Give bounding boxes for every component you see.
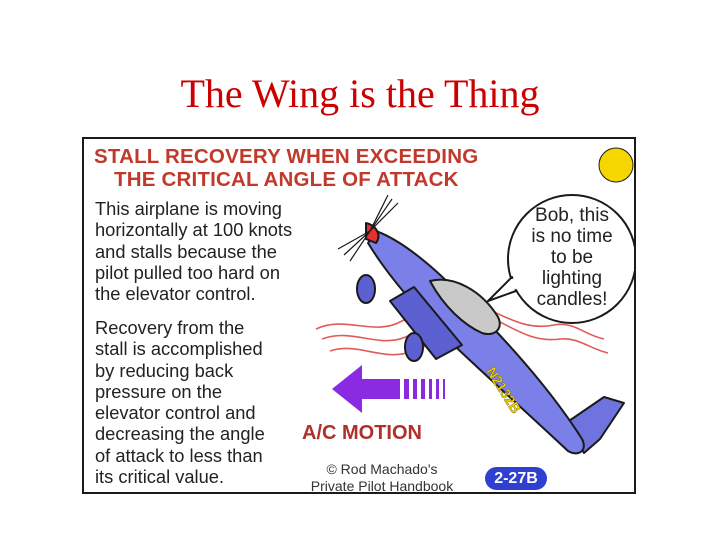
bubble-line: Bob, this — [535, 205, 609, 226]
speech-bubble — [487, 194, 634, 324]
slide-title: The Wing is the Thing — [180, 71, 540, 116]
paragraph-1-line: the elevator control. — [95, 283, 256, 305]
paragraph-1-line: and stalls because the — [95, 240, 277, 262]
paragraph-2-line: decreasing the angle — [95, 423, 265, 445]
bubble-line: lighting — [541, 268, 603, 289]
bubble-line: to be — [550, 247, 594, 268]
motion-arrow — [332, 365, 445, 413]
credit: © Rod Machado's Private Pilot Handbook — [302, 461, 462, 494]
nose-spinner — [365, 222, 380, 244]
figure-heading: STALL RECOVERY WHEN EXCEEDING THE CRITIC… — [94, 145, 478, 191]
figure-heading-line-2: THE CRITICAL ANGLE OF ATTACK — [114, 168, 459, 191]
figure-heading-line-1: STALL RECOVERY WHEN EXCEEDING — [94, 145, 479, 168]
propeller-icon — [337, 194, 399, 262]
airplane-canopy — [429, 278, 501, 335]
speech-bubble-text: Bob, this is no time to be lighting cand… — [512, 205, 632, 310]
explanation-paragraph-1: This airplane is moving horizontally at … — [95, 198, 345, 304]
figure-number-badge: 2-27B — [485, 467, 547, 490]
paragraph-2-line: stall is accomplished — [95, 338, 263, 360]
paragraph-2-line: pressure on the — [95, 380, 223, 402]
airplane — [356, 222, 625, 455]
credit-line: Private Pilot Handbook — [310, 478, 454, 494]
credit-line: © Rod Machado's — [326, 461, 438, 477]
main-wheel — [404, 332, 424, 362]
paragraph-2-line: of attack to less than — [95, 444, 263, 466]
bubble-line: is no time — [531, 226, 613, 247]
bubble-line: candles! — [536, 289, 608, 310]
motion-label: A/C MOTION — [302, 422, 422, 444]
paragraph-1-line: horizontally at 100 knots — [95, 219, 293, 241]
paragraph-1-line: This airplane is moving — [95, 198, 282, 219]
paragraph-2-line: Recovery from the — [95, 317, 245, 338]
paragraph-2-line: its critical value. — [95, 466, 225, 488]
nose-wheel — [356, 274, 376, 304]
airplane-illustration: N2132B — [315, 147, 634, 455]
badge-circle — [598, 147, 634, 183]
explanation-paragraph-2: Recovery from the stall is accomplished … — [95, 317, 305, 487]
paragraph-2-line: by reducing back — [95, 359, 234, 381]
paragraph-1-line: pilot pulled too hard on — [95, 261, 280, 283]
stall-recovery-figure: STALL RECOVERY WHEN EXCEEDING THE CRITIC… — [82, 137, 636, 494]
paragraph-2-line: elevator control and — [95, 402, 256, 424]
